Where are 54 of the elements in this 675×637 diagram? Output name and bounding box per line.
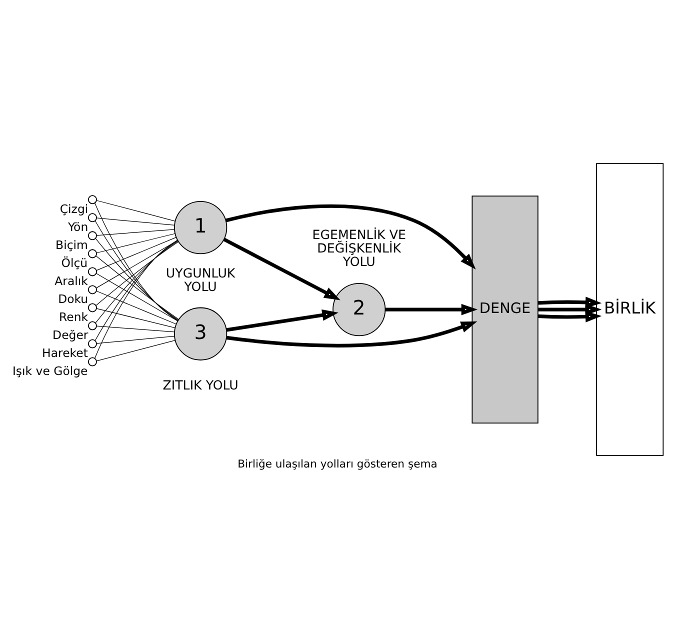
connector	[96, 339, 176, 361]
node-circle	[88, 230, 97, 240]
node-circle: 3	[174, 306, 228, 360]
connector	[94, 202, 178, 321]
node-circle: 1	[174, 200, 228, 254]
connector	[96, 272, 178, 321]
node-circle	[88, 248, 97, 258]
arrow	[223, 237, 340, 300]
node-circle	[88, 284, 97, 294]
connector	[96, 240, 179, 306]
connector	[96, 290, 177, 324]
arrow	[226, 320, 478, 347]
arrow	[226, 308, 338, 332]
node-box: BİRLİK	[596, 162, 664, 456]
node-label: UYGUNLUK YOLU	[166, 264, 236, 294]
node-circle	[88, 266, 97, 276]
connector	[96, 325, 175, 332]
node-label: ZITLIK YOLU	[162, 376, 238, 392]
arrow	[225, 204, 476, 270]
node-circle	[88, 338, 97, 348]
node-label: Yön	[68, 220, 88, 234]
arrow	[538, 303, 602, 315]
connector	[96, 335, 175, 344]
node-label: Çizgi	[60, 202, 88, 216]
connector	[94, 240, 178, 340]
connector	[96, 236, 177, 270]
node-circle	[88, 320, 97, 330]
connector	[96, 200, 176, 221]
node-label: Renk	[59, 310, 88, 324]
node-label: Biçim	[56, 238, 88, 252]
node-label: Hareket	[42, 346, 88, 360]
connector	[96, 228, 175, 236]
node-label: Değer	[52, 328, 88, 342]
connector	[96, 308, 176, 328]
node-label: EGEMENLİK VE DEĞİŞKENLİK YOLU	[312, 226, 406, 269]
node-circle	[88, 302, 97, 312]
arrow	[385, 303, 478, 315]
node-circle	[88, 356, 97, 366]
caption: Birliğe ulaşılan yolları gösteren şema	[238, 457, 438, 470]
node-label: Aralık	[54, 274, 88, 288]
connector	[94, 220, 178, 320]
connector	[94, 239, 178, 358]
node-circle	[88, 194, 97, 204]
node-box: DENGE	[472, 195, 538, 423]
connector	[96, 232, 176, 253]
node-circle	[88, 212, 97, 222]
node-label: Işık ve Gölge	[12, 364, 88, 378]
node-circle: 2	[332, 282, 386, 336]
arrow	[538, 310, 602, 322]
connector	[96, 217, 175, 226]
node-label: Ölçü	[61, 256, 88, 270]
arrow	[538, 296, 602, 308]
node-label: Doku	[58, 292, 88, 306]
connector	[96, 255, 179, 320]
